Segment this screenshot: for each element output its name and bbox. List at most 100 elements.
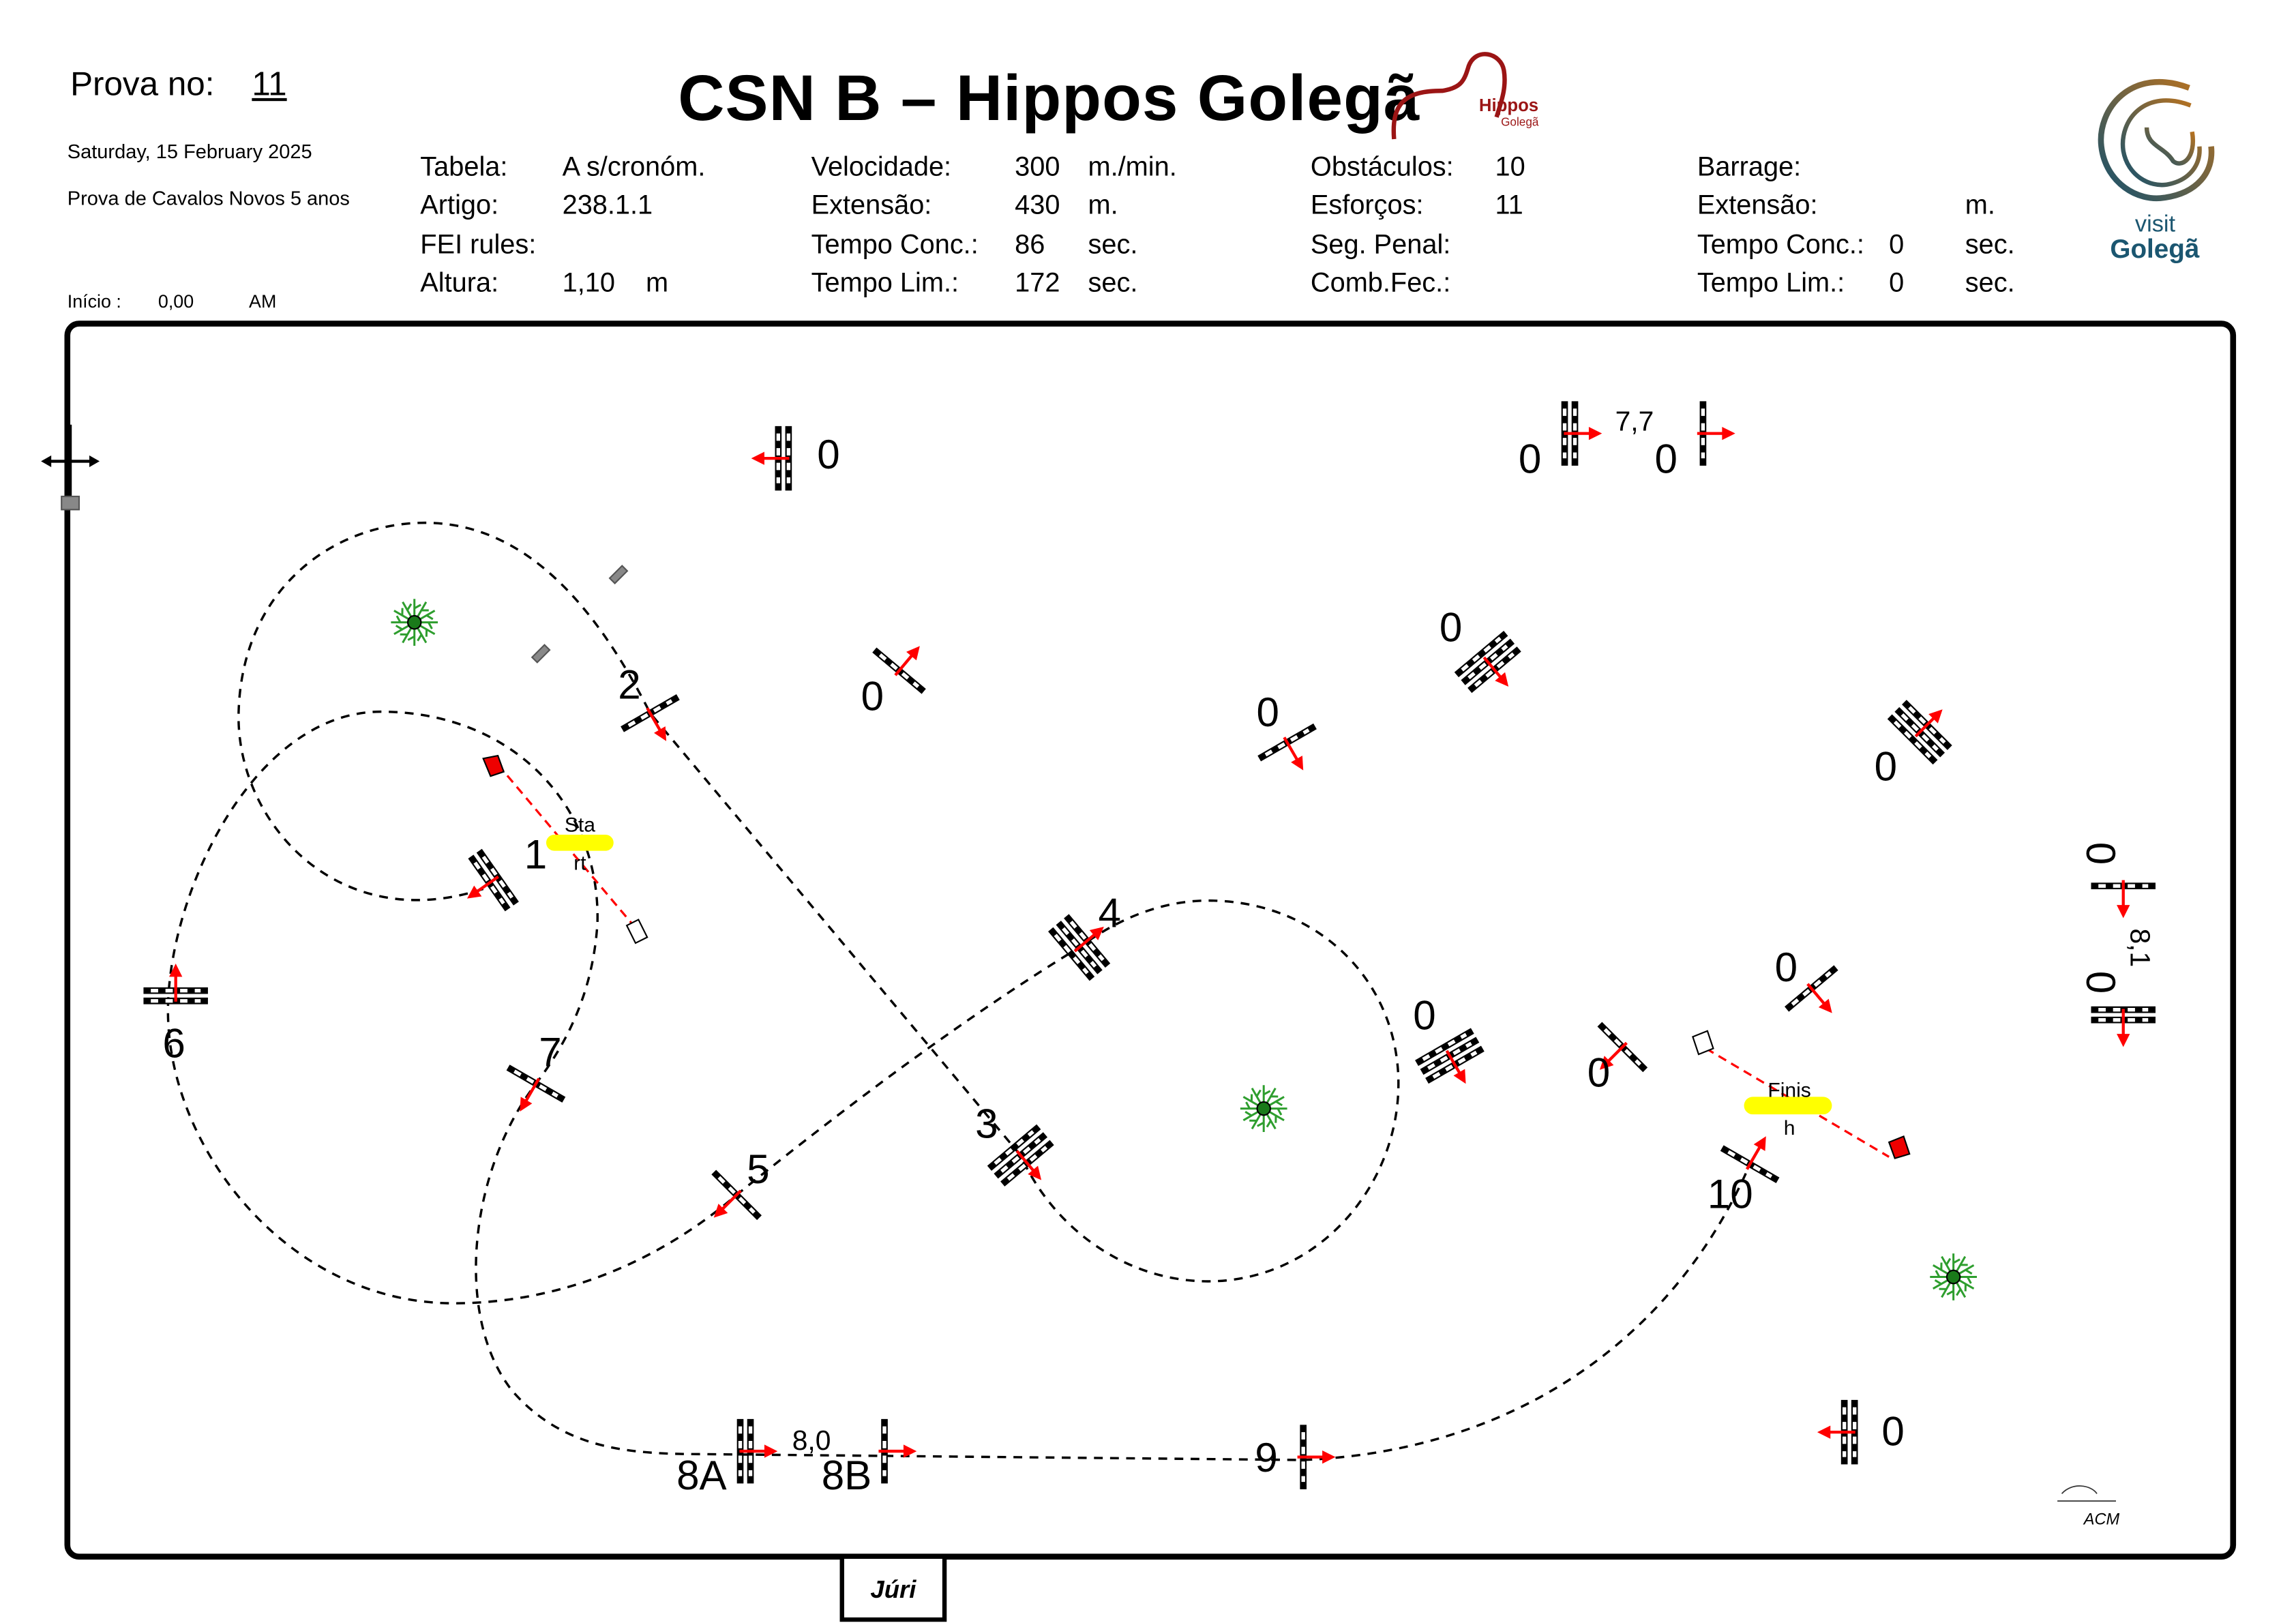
direction-arrow-icon	[2117, 880, 2130, 919]
info-label: Tempo Conc.:	[1697, 228, 1864, 260]
direction-arrow-icon	[646, 707, 667, 741]
obstacle-8a	[736, 1418, 778, 1484]
obstacle-number: 1	[524, 831, 547, 877]
obstacle-9	[1297, 1425, 1336, 1489]
red-flag-icon	[482, 754, 505, 777]
unused-obstacle-label: 0	[1881, 1408, 1904, 1454]
obstacle-2	[621, 694, 680, 741]
info-label: Altura:	[420, 266, 499, 297]
jury-label: Júri	[870, 1575, 916, 1603]
info-value: 10	[1495, 151, 1525, 182]
page-title: CSN B – Hippos Golegã	[678, 63, 1420, 135]
obstacle-10	[1720, 1136, 1780, 1183]
unused-obstacle-label: 0	[861, 673, 884, 719]
unused-obstacle	[2091, 1006, 2156, 1047]
tree-icon	[1930, 1253, 1977, 1300]
direction-arrow-icon	[1482, 656, 1509, 687]
unused-obstacle-label: 0	[1413, 993, 1435, 1039]
hippos-logo: Hippos Golegã	[1391, 52, 1539, 140]
tree-icon	[1240, 1085, 1287, 1132]
direction-arrow-icon	[1697, 426, 1735, 441]
red-flag-icon	[1888, 1135, 1911, 1159]
finish-label: Finis	[1768, 1079, 1810, 1101]
start-line: Sta rt	[482, 754, 648, 944]
obstacle-6	[143, 963, 208, 1004]
info-label: Tempo Lim.:	[811, 266, 959, 297]
obstacle-number: 6	[162, 1020, 185, 1066]
unused-obstacle	[1415, 1028, 1485, 1084]
info-unit: sec.	[1965, 228, 2015, 260]
info-unit: m./min.	[1088, 151, 1177, 182]
unused-obstacle	[1454, 631, 1521, 694]
info-value: 86	[1015, 228, 1045, 260]
info-value: 300	[1015, 151, 1060, 182]
direction-arrow-icon	[1564, 426, 1602, 441]
obstacle-number: 5	[747, 1146, 769, 1192]
obstacle-number: 2	[618, 661, 640, 707]
obstacle-3	[987, 1124, 1054, 1187]
white-flag-icon	[1692, 1030, 1714, 1056]
start-label-end: rt	[573, 852, 586, 875]
info-label: Esforços:	[1310, 189, 1424, 220]
direction-arrow-icon	[739, 1444, 778, 1458]
unused-obstacle	[2091, 880, 2156, 919]
info-label: Extensão:	[811, 189, 932, 220]
finish-label-end: h	[1784, 1117, 1795, 1140]
golega-logo-text: Golegã	[2110, 235, 2199, 264]
info-label: Tabela:	[420, 151, 508, 182]
event-date: Saturday, 15 February 2025	[67, 140, 312, 163]
direction-arrow-icon	[520, 1077, 541, 1112]
course-route	[166, 521, 1751, 1461]
direction-arrow-icon	[1745, 1136, 1766, 1170]
distance-label: 7,7	[1615, 405, 1654, 436]
unused-obstacle	[1697, 401, 1735, 466]
white-flag-icon	[625, 919, 648, 944]
info-unit: m	[646, 266, 669, 297]
unused-obstacle-label: 0	[1256, 689, 1279, 735]
finish-line: Finis h	[1692, 1030, 1911, 1159]
obstacle-number: 8A	[676, 1453, 727, 1498]
unused-obstacle-label: 0	[817, 432, 839, 477]
obstacle-number: 3	[975, 1101, 998, 1147]
unused-obstacle	[1561, 401, 1602, 466]
direction-arrow-icon	[1445, 1049, 1466, 1084]
direction-arrow-icon	[1283, 736, 1304, 771]
distance-label: 8,0	[792, 1425, 831, 1456]
info-value: 430	[1015, 189, 1060, 220]
obstacle-8b	[878, 1418, 917, 1484]
info-unit: sec.	[1088, 266, 1138, 297]
info-label: Velocidade:	[811, 151, 952, 182]
direction-arrow-icon	[1297, 1450, 1336, 1464]
direction-arrow-icon	[2117, 1009, 2130, 1047]
info-label: FEI rules:	[420, 228, 537, 260]
unused-obstacle-label: 0	[1587, 1049, 1610, 1095]
direction-arrow-icon	[878, 1444, 917, 1458]
prova-label: Prova no:	[70, 64, 215, 103]
inicio-ampm: AM	[249, 291, 277, 312]
direction-arrow-icon	[713, 1189, 742, 1218]
unused-obstacle-label: 0	[1440, 605, 1462, 651]
info-value: 0	[1889, 266, 1905, 297]
info-value: A s/cronóm.	[562, 151, 706, 182]
info-unit: m.	[1965, 189, 1995, 220]
visit-logo-text: visit	[2135, 211, 2176, 237]
info-label: Seg. Penal:	[1310, 228, 1451, 260]
info-label: Artigo:	[420, 189, 499, 220]
direction-arrow-icon	[169, 963, 183, 1002]
obstacle-7	[506, 1064, 566, 1112]
unused-obstacle-label: 0	[1875, 744, 1897, 790]
info-value: 11	[1495, 189, 1523, 220]
designer-initials: ACM	[2083, 1510, 2120, 1528]
distance-label: 8,1	[2124, 928, 2156, 967]
info-unit: sec.	[1088, 228, 1138, 260]
direction-arrow-icon	[1073, 927, 1104, 953]
unused-obstacle	[872, 646, 926, 694]
direction-arrow-icon	[751, 451, 790, 465]
info-value: 238.1.1	[562, 189, 653, 220]
obstacle-number: 4	[1099, 890, 1121, 936]
info-label: Obstáculos:	[1310, 151, 1454, 182]
obstacle-4	[1048, 914, 1111, 981]
unused-obstacle	[1785, 965, 1838, 1013]
